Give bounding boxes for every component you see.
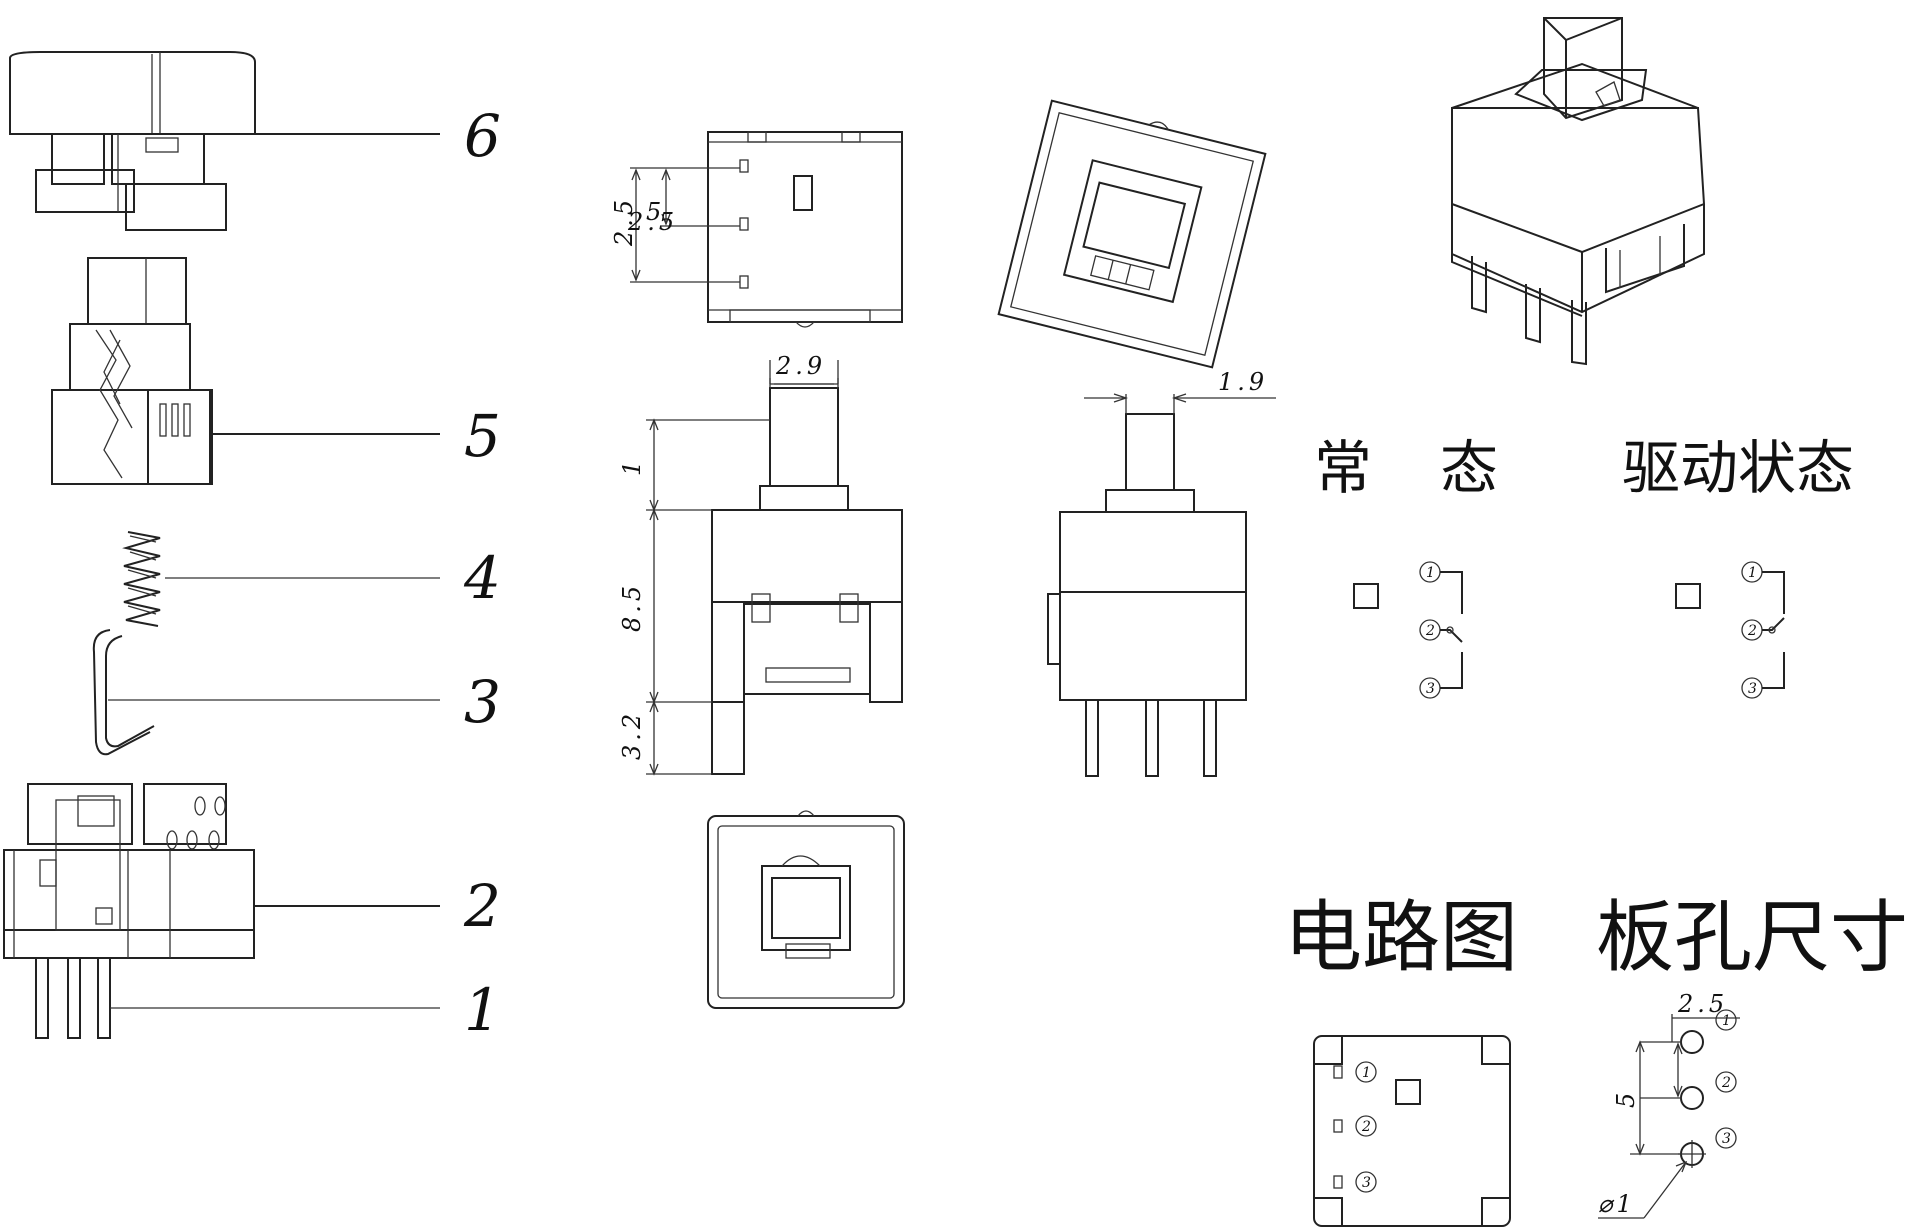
panel-hole-layout: 1 2 3 2.5 5 ⌀1 <box>1598 990 1740 1219</box>
dim-pin-length: 3.2 <box>618 710 646 760</box>
hole-dim-pitch: 2.5 <box>1677 990 1728 1018</box>
dim-stem-width: 2.9 <box>775 352 826 380</box>
part-4-spring <box>122 531 440 627</box>
part-number-3: 3 <box>464 668 501 736</box>
part-number-6: 6 <box>464 102 501 170</box>
rotated-top-view <box>997 99 1267 369</box>
hole-pin-3: 3 <box>1722 1131 1731 1147</box>
dim-stem-depth: 1.9 <box>1218 368 1268 396</box>
label-normal-state-2: 态 <box>1440 434 1498 502</box>
dim-stem-height: 1 <box>618 457 646 476</box>
dim-top-pitch-a: 2.5 <box>610 196 638 247</box>
label-actuated-state: 驱动状态 <box>1622 434 1854 502</box>
part-3-wire <box>92 629 440 756</box>
footprint-pin-3: 3 <box>1362 1175 1371 1191</box>
dim-top-pitch-c: 2.5 <box>627 208 678 236</box>
exploded-view: 6 5 4 3 2 1 <box>3 51 501 1044</box>
isometric-view <box>1451 17 1706 366</box>
label-panel-hole-size: 板孔尺寸 <box>1596 893 1908 983</box>
front-view: 2.9 1 8.5 3.2 <box>618 352 903 776</box>
schematic-actuated: 1 2 3 <box>1675 561 1785 699</box>
normal-pin-3: 3 <box>1426 681 1435 697</box>
part-1-pins <box>35 957 440 1039</box>
footprint-pin-2: 2 <box>1361 1119 1371 1135</box>
label-circuit-diagram: 电路图 <box>1284 893 1518 983</box>
hole-dim-span: 5 <box>1612 1089 1640 1108</box>
side-view: 1.9 <box>1047 368 1276 777</box>
circuit-footprint: 1 2 3 <box>1313 1035 1511 1227</box>
dim-body-height: 8.5 <box>618 582 646 632</box>
actuated-pin-2: 2 <box>1747 623 1757 639</box>
actuated-pin-3: 3 <box>1748 681 1757 697</box>
footprint-pin-1: 1 <box>1362 1065 1371 1081</box>
part-6-cap <box>9 51 440 231</box>
part-5-housing <box>51 257 440 485</box>
actuated-pin-1: 1 <box>1748 565 1757 581</box>
hole-dim-diameter: ⌀1 <box>1598 1190 1636 1218</box>
part-number-1: 1 <box>464 976 501 1044</box>
hole-pin-1: 1 <box>1722 1013 1731 1029</box>
label-normal-state-1: 常 <box>1314 434 1372 502</box>
dim-top-pitch-b: 5 <box>646 198 665 226</box>
part-number-2: 2 <box>463 872 501 940</box>
top-view: 2.5 5 2.5 <box>610 131 903 328</box>
schematic-normal: 1 2 3 <box>1353 561 1463 699</box>
part-number-5: 5 <box>464 402 501 470</box>
part-2-base <box>3 783 440 959</box>
part-number-4: 4 <box>463 544 501 612</box>
bottom-view <box>707 810 905 1009</box>
normal-pin-1: 1 <box>1426 565 1435 581</box>
normal-pin-2: 2 <box>1425 623 1435 639</box>
hole-pin-2: 2 <box>1721 1075 1731 1091</box>
